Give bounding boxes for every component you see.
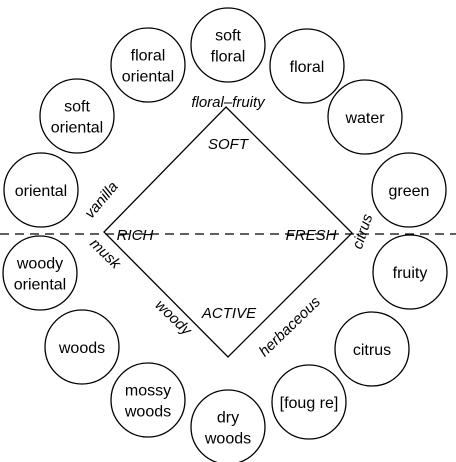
circle-green-shape xyxy=(371,152,447,228)
circle-mossy-woods-shape xyxy=(110,362,186,438)
circle-oriental-label: oriental xyxy=(15,183,67,200)
circle-soft-oriental-label: oriental xyxy=(51,120,103,137)
circle-woods-shape xyxy=(44,309,120,385)
circle-woody-oriental-shape xyxy=(2,235,78,311)
herbaceous-label: herbaceous xyxy=(256,293,325,360)
circle-floral: floral xyxy=(269,28,345,104)
circle-soft-floral-shape xyxy=(190,7,266,83)
circle-floral-label: floral xyxy=(290,59,325,76)
circle-green-label: green xyxy=(389,183,430,200)
circle-fruity-shape xyxy=(372,234,448,310)
circle-floral-oriental-label: oriental xyxy=(122,69,174,86)
circles-layer: soft floral floral water green fruity citrus [f… xyxy=(2,7,448,462)
active-label: ACTIVE xyxy=(201,305,257,322)
circle-water: water xyxy=(327,79,403,155)
circle-fruity: fruity xyxy=(372,234,448,310)
circle-fougere: [foug re] xyxy=(271,364,347,440)
circle-soft-oriental-label: soft xyxy=(64,99,90,116)
circle-soft-floral-label: floral xyxy=(211,49,246,66)
circle-green: green xyxy=(371,152,447,228)
circle-oriental: oriental xyxy=(3,152,79,228)
circle-fougere-shape xyxy=(271,364,347,440)
rich-label: RICH xyxy=(117,227,154,244)
circle-citrus-shape xyxy=(334,311,410,387)
circle-soft-floral: soft floral xyxy=(190,7,266,83)
fresh-label: FRESH xyxy=(286,227,337,244)
circle-floral-shape xyxy=(269,28,345,104)
circle-fougere-label: [foug re] xyxy=(280,395,339,412)
circle-dry-woods: dry woods xyxy=(190,389,266,462)
soft-label: SOFT xyxy=(208,136,250,153)
citrus-edge-label: citrus xyxy=(349,211,376,251)
circle-floral-oriental: floral oriental xyxy=(110,27,186,103)
circle-woody-oriental-label: woody xyxy=(16,256,63,273)
circle-citrus-label: citrus xyxy=(353,342,391,359)
circle-soft-floral-label: soft xyxy=(215,28,241,45)
circle-woods-label: woods xyxy=(58,340,105,357)
floral-fruity-label: floral–fruity xyxy=(191,94,266,111)
circle-citrus: citrus xyxy=(334,311,410,387)
circle-mossy-woods-label: woods xyxy=(124,404,171,421)
circle-woody-oriental-label: oriental xyxy=(14,277,66,294)
circle-floral-oriental-shape xyxy=(110,27,186,103)
circle-water-label: water xyxy=(344,110,385,127)
circle-woods: woods xyxy=(44,309,120,385)
circle-water-shape xyxy=(327,79,403,155)
circle-oriental-shape xyxy=(3,152,79,228)
circle-soft-oriental: soft oriental xyxy=(39,78,115,154)
circle-floral-oriental-label: floral xyxy=(131,48,166,65)
circle-soft-oriental-shape xyxy=(39,78,115,154)
circle-mossy-woods-label: mossy xyxy=(125,383,171,400)
circle-fruity-label: fruity xyxy=(393,265,428,282)
circle-dry-woods-label: woods xyxy=(204,431,251,448)
vanilla-label: vanilla xyxy=(81,178,121,222)
center-diamond xyxy=(103,106,353,358)
circle-mossy-woods: mossy woods xyxy=(110,362,186,438)
circle-woody-oriental: woody oriental xyxy=(2,235,78,311)
circle-dry-woods-shape xyxy=(190,389,266,462)
circle-dry-woods-label: dry xyxy=(217,410,239,427)
